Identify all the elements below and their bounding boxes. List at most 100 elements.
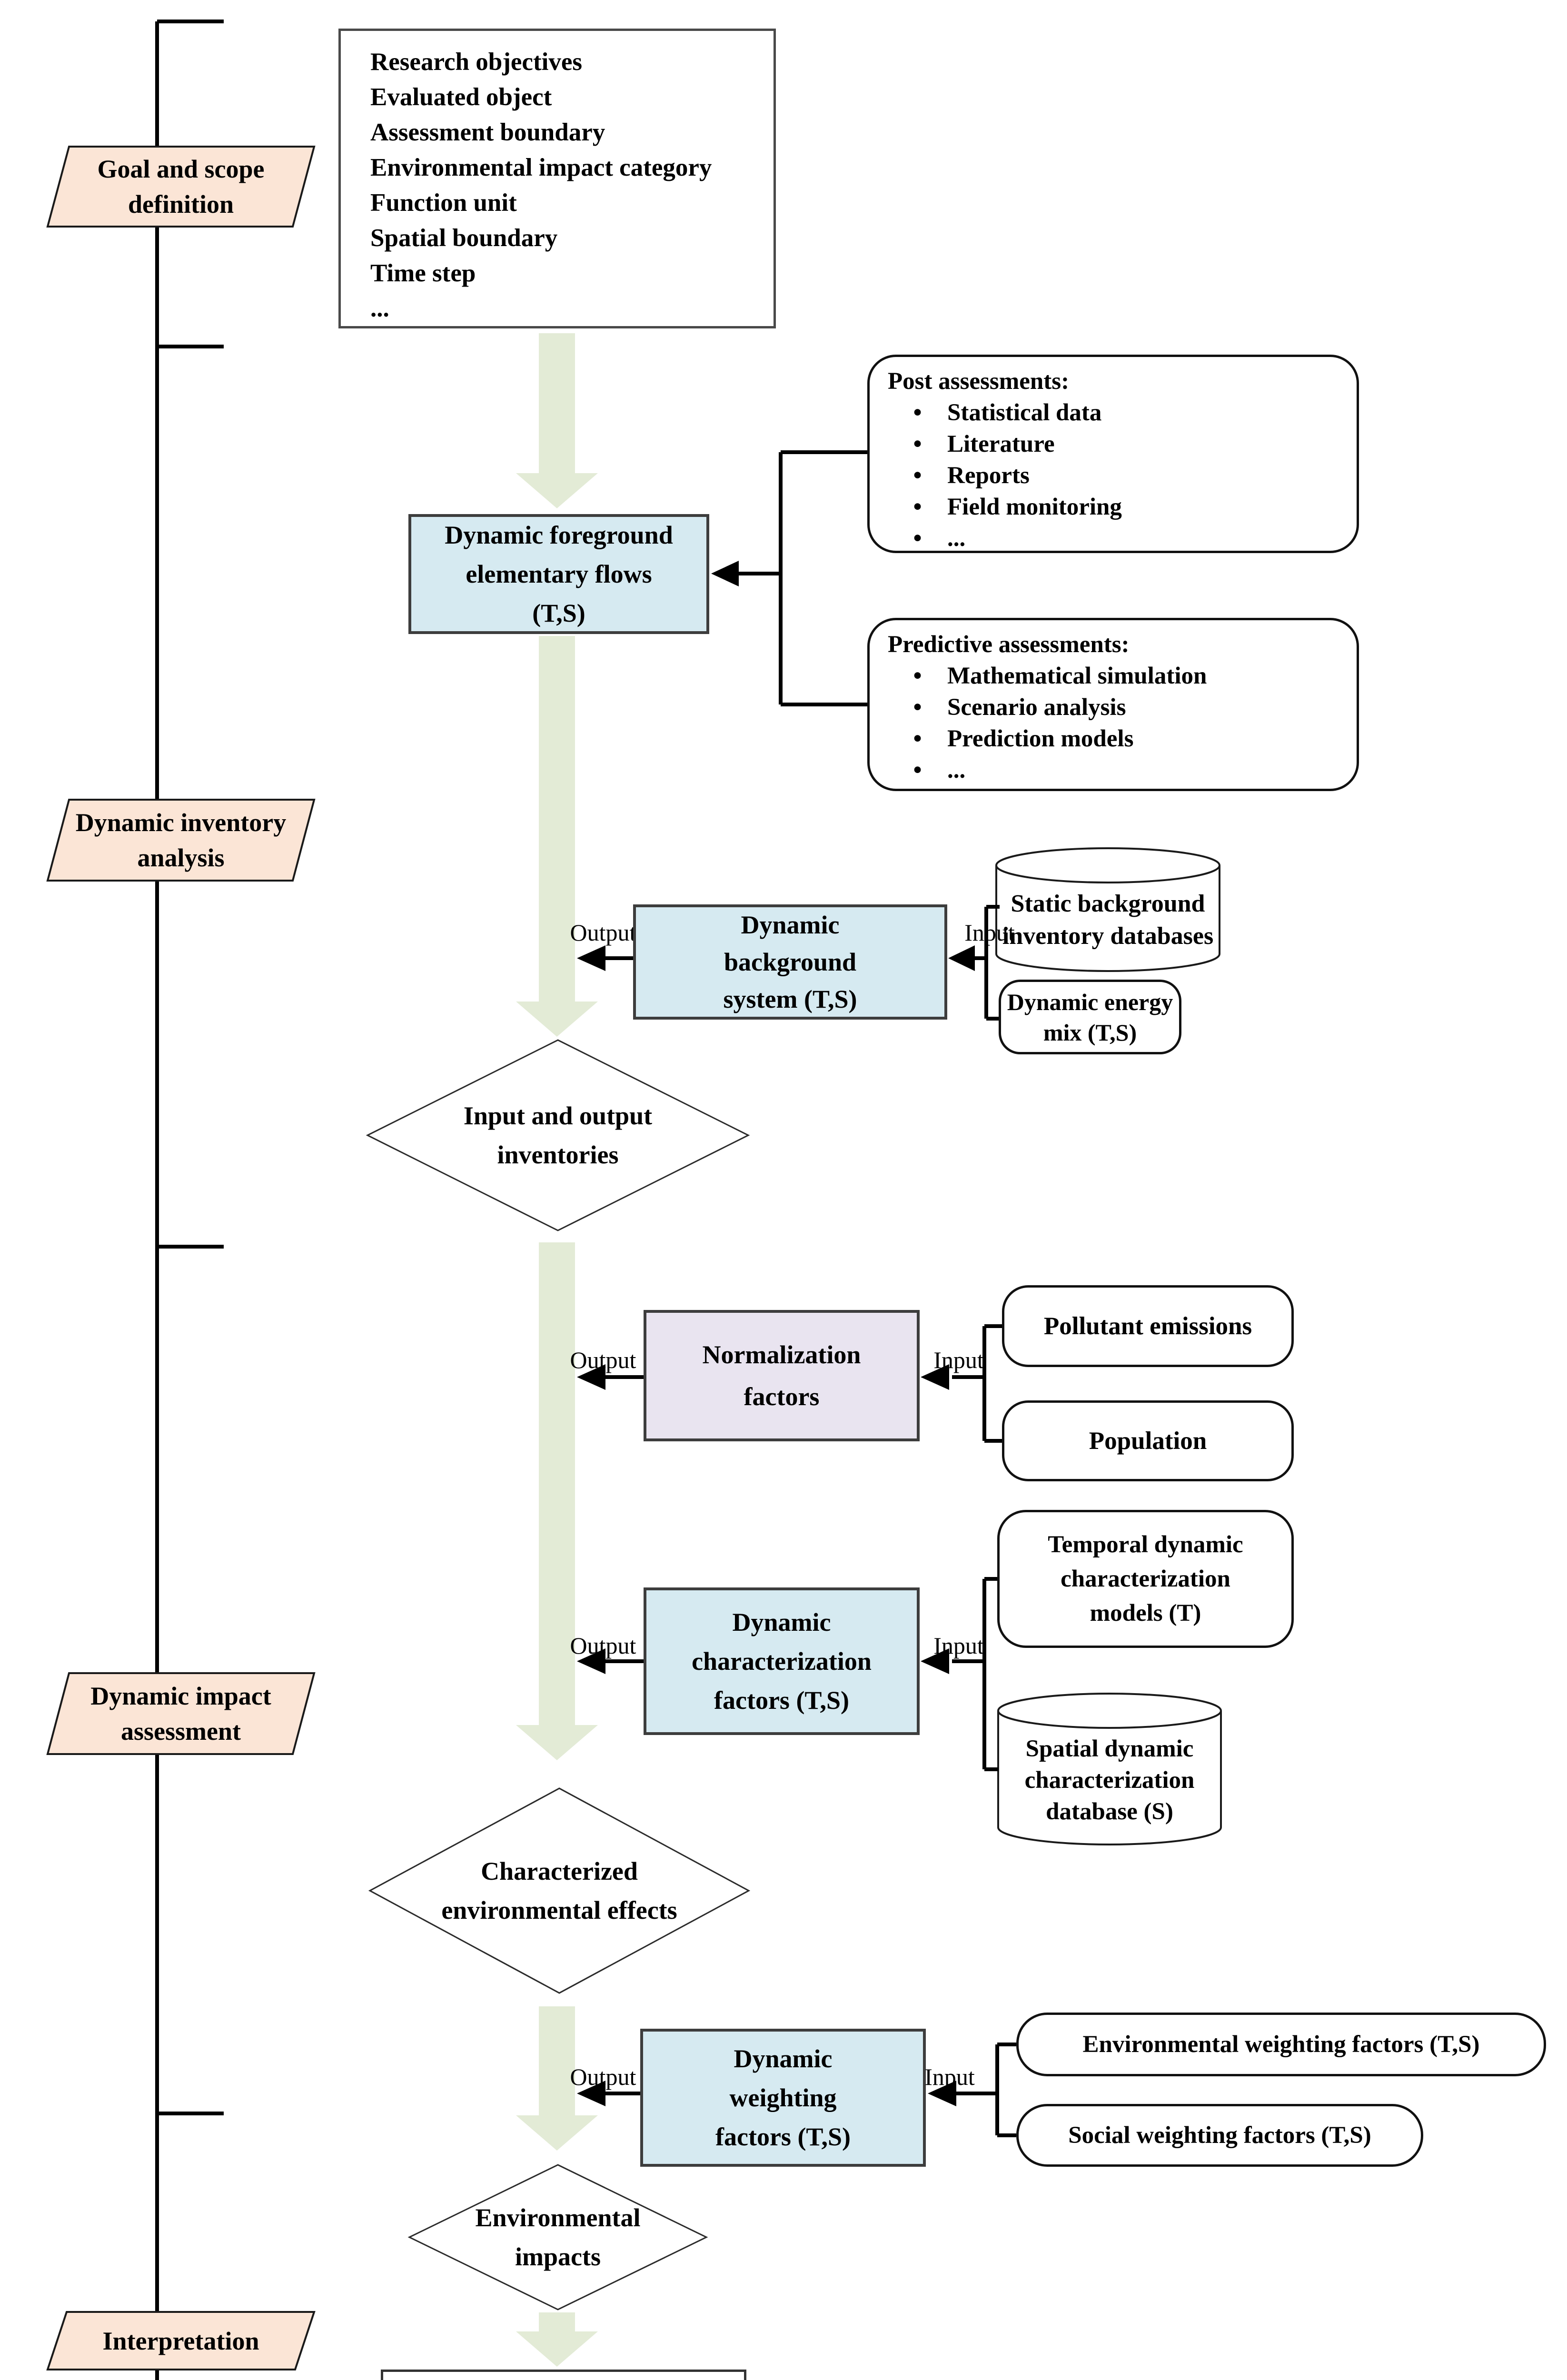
stage-impact-label: Dynamic impact assessment <box>48 1673 314 1754</box>
inventories-line1: Input and output <box>463 1101 653 1130</box>
predictive-item-2: Scenario analysis <box>947 694 1126 721</box>
foreground-line3: (T,S) <box>532 599 585 627</box>
bullet-icon: • <box>913 462 922 489</box>
pollutant-emissions-box: Pollutant emissions <box>1002 1285 1294 1367</box>
population-box: Population <box>1002 1400 1294 1481</box>
input-text: Input <box>933 1632 984 1659</box>
post-item-3: Reports <box>947 462 1030 489</box>
predictive-assessments-box: Predictive assessments: •Mathematical si… <box>867 618 1359 791</box>
weighting-input-arrowhead <box>928 2081 956 2106</box>
static-db-cylinder-top <box>995 847 1220 883</box>
weighting-output-arrowhead <box>577 2081 605 2106</box>
post-item-row: •Field monitoring <box>888 491 1347 523</box>
post-item-2: Literature <box>947 431 1055 457</box>
stage-interpretation-label: Interpretation <box>48 2312 314 2370</box>
output-text: Output <box>570 919 636 946</box>
normalization-line1: Normalization <box>702 1340 861 1369</box>
flow-arrow-5 <box>516 2312 598 2367</box>
scope-line-8: ... <box>370 295 389 322</box>
static-db-label: Static background inventory databases <box>996 880 1220 961</box>
normalization-input-label: Input <box>921 1345 997 1375</box>
predictive-item-3: Prediction models <box>947 725 1134 752</box>
scope-line-4: Environmental impact category <box>370 154 712 181</box>
stage-impact-line1: Dynamic impact <box>90 1682 271 1710</box>
predictive-item-row: • Prediction models <box>888 723 1347 754</box>
spatial-db-line3: database (S) <box>1046 1798 1173 1825</box>
stage-inventory-label: Dynamic inventory analysis <box>48 800 314 881</box>
normalization-line2: factors <box>744 1382 820 1411</box>
bullet-icon: • <box>913 757 922 783</box>
stage-inventory-line2: analysis <box>137 843 225 872</box>
env-weighting-box: Environmental weighting factors (T,S) <box>1016 2013 1546 2076</box>
post-item-row: • Reports <box>888 460 1347 491</box>
energy-mix-box: Dynamic energy mix (T,S) <box>999 980 1181 1054</box>
stage-goal-line1: Goal and scope <box>97 155 265 183</box>
social-weighting-text: Social weighting factors (T,S) <box>1068 2122 1371 2149</box>
inventories-line2: inventories <box>497 1140 619 1169</box>
scope-line-7: Time step <box>370 259 476 287</box>
stage-goal-parallelogram <box>46 146 316 228</box>
spatial-db-line1: Spatial dynamic <box>1025 1735 1194 1762</box>
spatial-db-line2: characterization <box>1024 1767 1195 1794</box>
background-line2: background <box>724 948 857 976</box>
characterization-line3: factors (T,S) <box>714 1686 849 1715</box>
impacts-line2: impacts <box>515 2242 601 2271</box>
foreground-line2: elementary flows <box>466 560 652 588</box>
scope-line-2: Evaluated object <box>370 83 552 111</box>
inventories-diamond-label: Input and output inventories <box>367 1040 748 1230</box>
normalization-output-label: Output <box>558 1345 648 1375</box>
impacts-diamond-label: Environmental impacts <box>409 2165 706 2310</box>
bullet-icon: • <box>913 725 922 752</box>
predictive-assessments-title: Predictive assessments: <box>888 631 1130 658</box>
characterization-output-label: Output <box>558 1631 648 1660</box>
bullet-icon: • <box>913 525 922 552</box>
bullet-icon: • <box>913 494 922 520</box>
temporal-line3: models (T) <box>1090 1600 1201 1626</box>
weighting-line3: factors (T,S) <box>715 2122 851 2151</box>
characterization-box: Dynamic characterization factors (T,S) <box>644 1587 920 1735</box>
flow-arrow-2 <box>516 636 598 1037</box>
assessments-arrowhead <box>711 561 739 586</box>
input-text: Input <box>924 2063 975 2090</box>
bullet-icon: • <box>913 399 922 426</box>
weighting-input-label: Input <box>912 2062 988 2092</box>
background-output-label: Output <box>558 918 648 947</box>
stage-inventory-line1: Dynamic inventory <box>75 808 287 837</box>
post-item-5: ... <box>947 525 966 552</box>
output-text: Output <box>570 1347 636 1373</box>
input-text: Input <box>933 1347 984 1373</box>
background-output-arrowhead <box>577 945 605 971</box>
spatial-db-label: Spatial dynamic characterization databas… <box>998 1728 1221 1833</box>
characterized-diamond-shape <box>368 1787 751 1994</box>
weighting-box: Dynamic weighting factors (T,S) <box>640 2029 926 2167</box>
characterization-input-label: Input <box>921 1631 997 1660</box>
flow-arrow-3 <box>516 1242 598 1760</box>
weighting-output-label: Output <box>558 2062 648 2092</box>
normalization-box: Normalization factors <box>644 1310 920 1441</box>
characterization-input-arrowhead <box>921 1648 949 1674</box>
post-item-row: •... <box>888 523 1347 554</box>
foreground-flows-box: Dynamic foreground elementary flows (T,S… <box>408 514 709 634</box>
bullet-icon: • <box>913 694 922 721</box>
background-line1: Dynamic <box>741 911 840 939</box>
background-system-box: Dynamic background system (T,S) <box>633 904 947 1020</box>
population-text: Population <box>1089 1427 1207 1455</box>
scope-line-1: Research objectives <box>370 48 582 76</box>
results-box: Results Analysis Improvement suggestions… <box>381 2370 746 2380</box>
post-item-row: •Statistical data <box>888 397 1347 428</box>
impacts-diamond-shape <box>407 2164 708 2311</box>
predictive-item-row: • Scenario analysis <box>888 692 1347 723</box>
scope-line-3: Assessment boundary <box>370 119 605 146</box>
static-db-line1: Static background <box>1011 890 1205 917</box>
bullet-icon: • <box>913 663 922 689</box>
stage-interpretation-parallelogram <box>46 2311 316 2370</box>
characterization-line2: characterization <box>692 1647 872 1676</box>
static-db-cylinder-body <box>995 865 1220 972</box>
social-weighting-box: Social weighting factors (T,S) <box>1016 2104 1423 2167</box>
temporal-line2: characterization <box>1061 1566 1230 1592</box>
energy-mix-line1: Dynamic energy <box>1007 988 1173 1015</box>
flow-arrow-1 <box>516 333 598 508</box>
energy-mix-line2: mix (T,S) <box>1043 1019 1137 1046</box>
temporal-line1: Temporal dynamic <box>1048 1531 1243 1558</box>
